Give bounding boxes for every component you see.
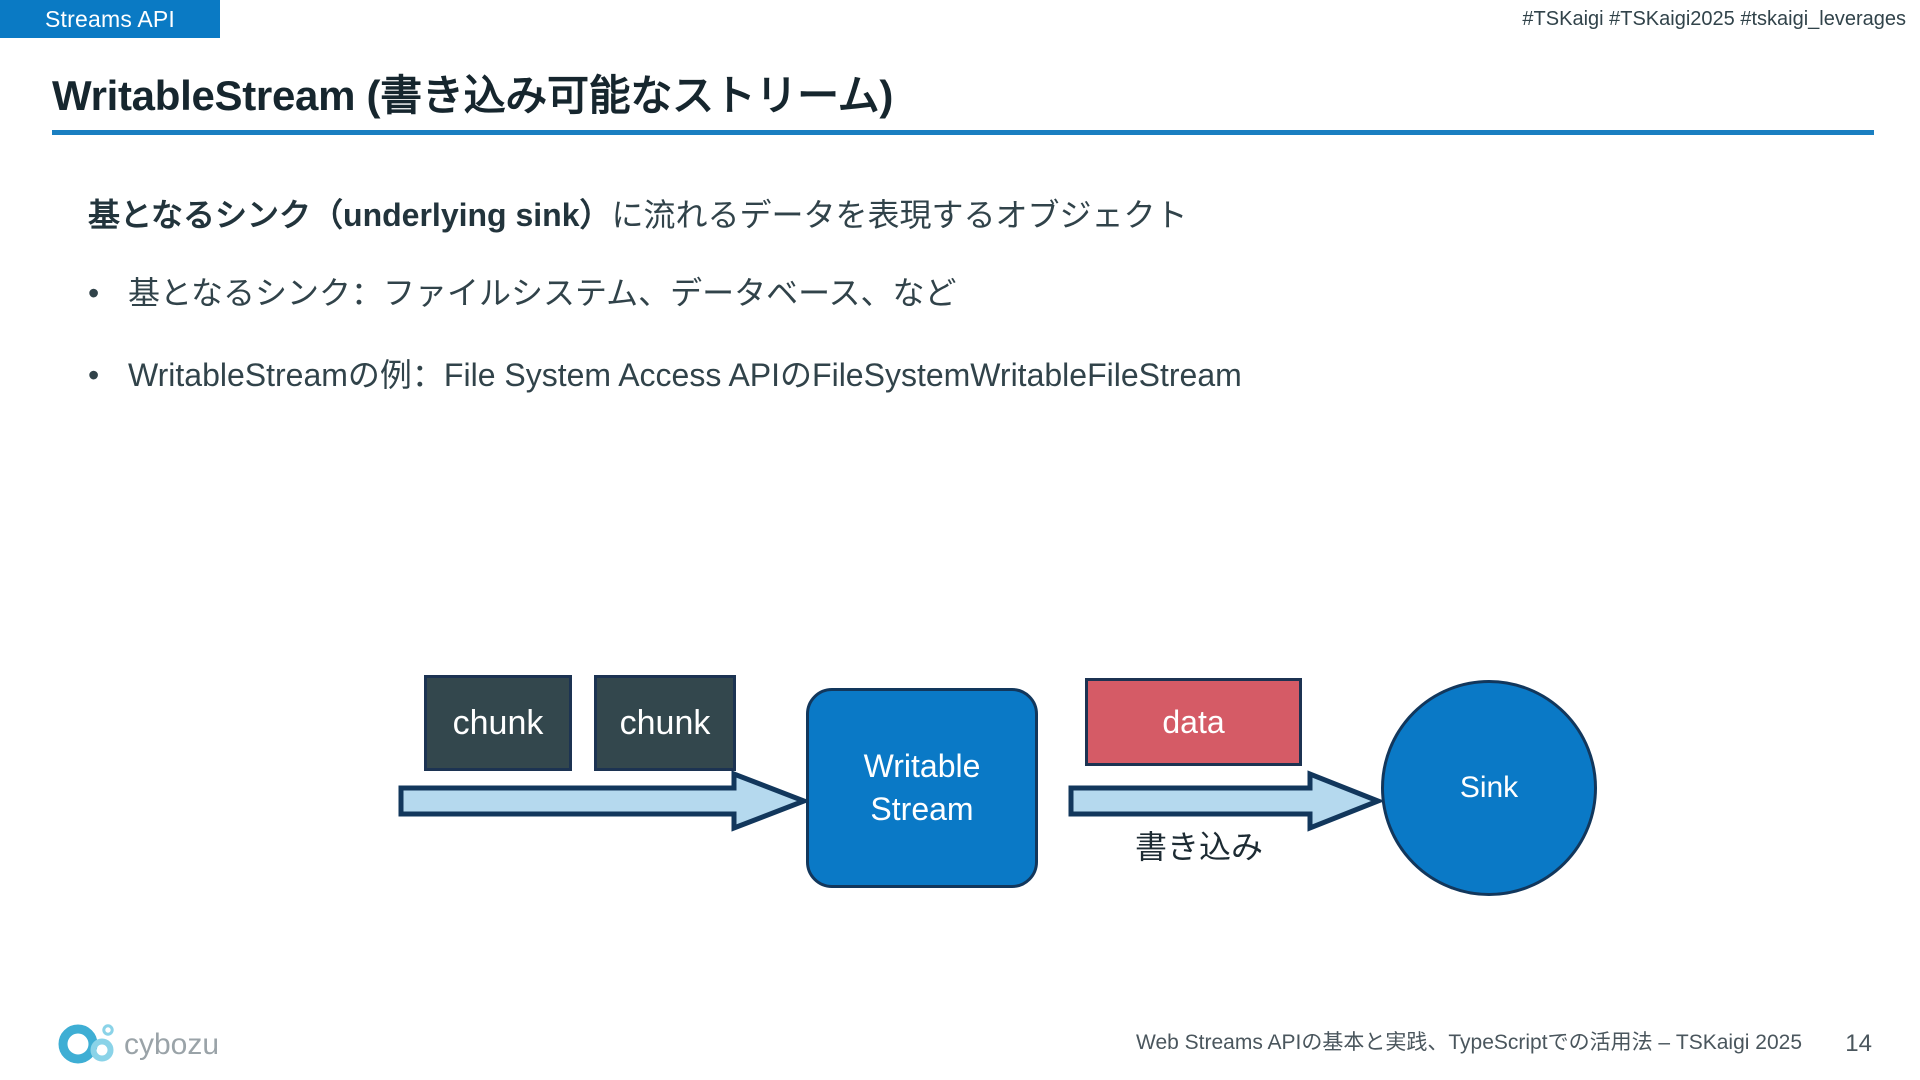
bullet-item-1: • 基となるシンク：ファイルシステム、データベース、など <box>88 268 956 314</box>
lead-paragraph: 基となるシンク（underlying sink）に流れるデータを表現するオブジェ… <box>88 190 1188 236</box>
writable-stream-line-2: Stream <box>870 791 974 827</box>
page-number: 14 <box>1845 1030 1872 1057</box>
section-tag: Streams API <box>0 0 220 38</box>
write-action-label: 書き込み <box>1135 829 1264 865</box>
lead-rest-text: に流れるデータを表現するオブジェクト <box>611 197 1188 233</box>
bullet-item-2: • WritableStreamの例：File System Access API… <box>88 350 1242 396</box>
lead-bold-term: 基となるシンク（underlying sink） <box>88 197 612 233</box>
bullet-text-2: WritableStreamの例：File System Access APIの… <box>128 357 1242 393</box>
bullet-marker-icon: • <box>88 275 100 311</box>
bullet-marker-icon: • <box>88 357 100 393</box>
data-box: data <box>1085 678 1302 766</box>
arrow-chunks-to-stream-icon <box>398 770 808 832</box>
arrow-stream-to-sink-icon <box>1068 770 1382 832</box>
writable-stream-box: Writable Stream <box>806 688 1038 888</box>
page-title: WritableStream (書き込み可能なストリーム) <box>52 72 894 119</box>
writable-stream-line-1: Writable <box>863 747 981 784</box>
chunk-box-2: chunk <box>594 675 736 771</box>
footer-note: Web Streams APIの基本と実践、TypeScriptでの活用法 – … <box>1136 1031 1802 1054</box>
chunk-box-1: chunk <box>424 675 572 771</box>
svg-text:cybozu: cybozu <box>124 1028 218 1061</box>
sink-circle: Sink <box>1381 680 1597 896</box>
bullet-text-1: 基となるシンク：ファイルシステム、データベース、など <box>128 275 957 311</box>
hashtags: #TSKaigi #TSKaigi2025 #tskaigi_leverages <box>1522 8 1906 30</box>
cybozu-logo: cybozu <box>58 1024 218 1064</box>
title-underline-rule <box>52 130 1874 135</box>
